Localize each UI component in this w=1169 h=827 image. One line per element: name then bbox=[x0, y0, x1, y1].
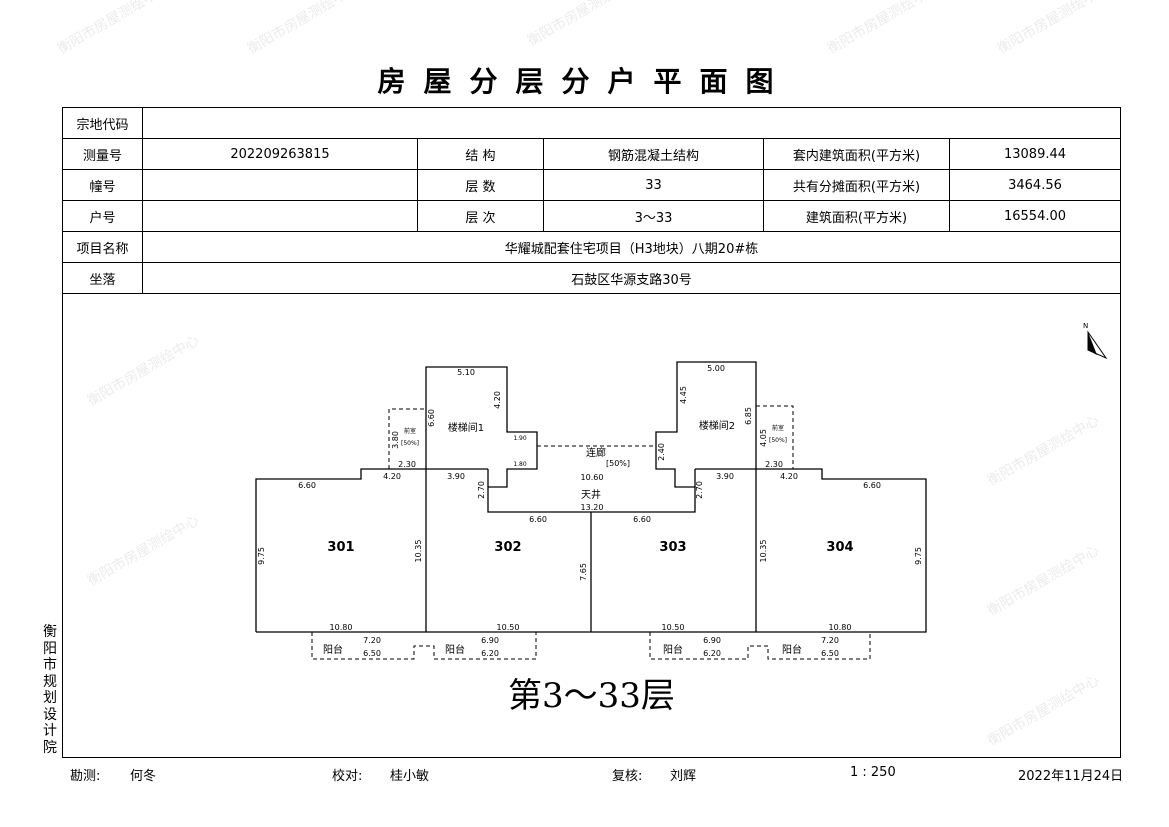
dim: 4.05 bbox=[759, 429, 768, 447]
building-no bbox=[142, 169, 418, 201]
label: 户号 bbox=[62, 200, 143, 232]
dim: 2.30 bbox=[765, 460, 783, 469]
room-label: [50%] bbox=[769, 437, 787, 444]
review-label: 复核: bbox=[612, 769, 643, 784]
dim: 4.20 bbox=[493, 391, 502, 409]
room-label: 前室 bbox=[772, 424, 784, 432]
unit-label: 304 bbox=[826, 540, 853, 555]
dim: 6.85 bbox=[744, 407, 753, 425]
unit-label: 301 bbox=[327, 540, 354, 555]
dim: 10.35 bbox=[759, 540, 768, 563]
dim: 6.60 bbox=[633, 515, 651, 524]
unit-label: 302 bbox=[494, 540, 521, 555]
room-label: 天井 bbox=[581, 488, 601, 501]
page-title: 房屋分层分户平面图 bbox=[377, 65, 792, 98]
surveyor: 何冬 bbox=[130, 769, 157, 784]
side-institute: 衡阳市规划设计院 bbox=[43, 624, 57, 756]
label: 套内建筑面积(平方米) bbox=[763, 138, 950, 170]
dim: 5.00 bbox=[707, 364, 725, 373]
building-outline bbox=[255, 361, 927, 633]
reviewer: 刘辉 bbox=[670, 769, 697, 784]
room-label: 前室 bbox=[404, 427, 416, 435]
label: 坐落 bbox=[62, 262, 143, 294]
dim: 6.60 bbox=[529, 515, 547, 524]
location: 石鼓区华源支路30号 bbox=[142, 262, 1121, 294]
shared-area: 3464.56 bbox=[949, 169, 1121, 201]
dim: 3.90 bbox=[447, 472, 465, 481]
dim: 9.75 bbox=[257, 547, 266, 565]
dim: 6.50 bbox=[821, 649, 839, 658]
dim: 1.80 bbox=[513, 461, 527, 468]
dim: 5.10 bbox=[457, 368, 475, 377]
dim: 10.80 bbox=[829, 623, 852, 632]
dim: 6.20 bbox=[481, 649, 499, 658]
dim: 10.50 bbox=[497, 623, 520, 632]
front-room-2 bbox=[756, 405, 794, 469]
dim: 2.70 bbox=[695, 481, 704, 499]
dim: 7.20 bbox=[821, 636, 839, 645]
label: 幢号 bbox=[62, 169, 143, 201]
dim: 6.50 bbox=[363, 649, 381, 658]
dim: 4.45 bbox=[679, 386, 688, 404]
dim: 13.20 bbox=[581, 503, 604, 512]
dim: 6.60 bbox=[298, 481, 316, 490]
room-label: 阳台 bbox=[782, 643, 802, 656]
dim: 10.50 bbox=[662, 623, 685, 632]
dim: 6.60 bbox=[427, 409, 436, 427]
dim: 6.90 bbox=[481, 636, 499, 645]
room-label: 阳台 bbox=[323, 643, 343, 656]
room-label: 阳台 bbox=[445, 643, 465, 656]
room-label: 楼梯间1 bbox=[448, 421, 484, 434]
label: 共有分摊面积(平方米) bbox=[763, 169, 950, 201]
balcony-left bbox=[311, 632, 537, 660]
dim: 2.30 bbox=[398, 460, 416, 469]
dim: 6.20 bbox=[703, 649, 721, 658]
survey-label: 勘测: bbox=[70, 769, 101, 784]
unit-label: 303 bbox=[659, 540, 686, 555]
label: 测量号 bbox=[62, 138, 143, 170]
room-label: [50%] bbox=[401, 440, 419, 447]
dim: 2.40 bbox=[657, 443, 666, 461]
label: 项目名称 bbox=[62, 231, 143, 263]
room-label: 连廊 bbox=[586, 446, 606, 459]
label: 结 构 bbox=[417, 138, 544, 170]
room-label: 楼梯间2 bbox=[699, 419, 735, 432]
dim: 7.20 bbox=[363, 636, 381, 645]
dim: 2.70 bbox=[477, 481, 486, 499]
inner-area: 13089.44 bbox=[949, 138, 1121, 170]
north-label: N bbox=[1083, 322, 1088, 330]
balcony-right bbox=[649, 632, 871, 660]
room-label: [50%] bbox=[606, 459, 630, 468]
north-arrow-icon: N bbox=[1083, 322, 1108, 360]
dim: 10.60 bbox=[581, 473, 604, 482]
dim: 1.90 bbox=[513, 435, 527, 442]
floor-label: 第3～33层 bbox=[508, 676, 675, 716]
checker: 桂小敏 bbox=[390, 769, 430, 784]
floors: 33 bbox=[543, 169, 764, 201]
scale: 1 : 250 bbox=[850, 765, 896, 780]
dim: 10.80 bbox=[330, 623, 353, 632]
dim: 6.90 bbox=[703, 636, 721, 645]
total-area: 16554.00 bbox=[949, 200, 1121, 232]
room-label: 阳台 bbox=[663, 643, 683, 656]
dim: 7.65 bbox=[579, 563, 588, 581]
dim: 10.35 bbox=[414, 540, 423, 563]
dim: 6.60 bbox=[863, 481, 881, 490]
date: 2022年11月24日 bbox=[1018, 769, 1124, 784]
dim: 3.80 bbox=[391, 431, 400, 449]
front-room-1 bbox=[388, 408, 426, 469]
dim: 3.90 bbox=[716, 472, 734, 481]
dim: 9.75 bbox=[914, 547, 923, 565]
project-name: 华耀城配套住宅项目（H3地块）八期20#栋 bbox=[142, 231, 1121, 263]
check-label: 校对: bbox=[332, 769, 363, 784]
dim: 4.20 bbox=[780, 472, 798, 481]
dim: 4.20 bbox=[383, 472, 401, 481]
